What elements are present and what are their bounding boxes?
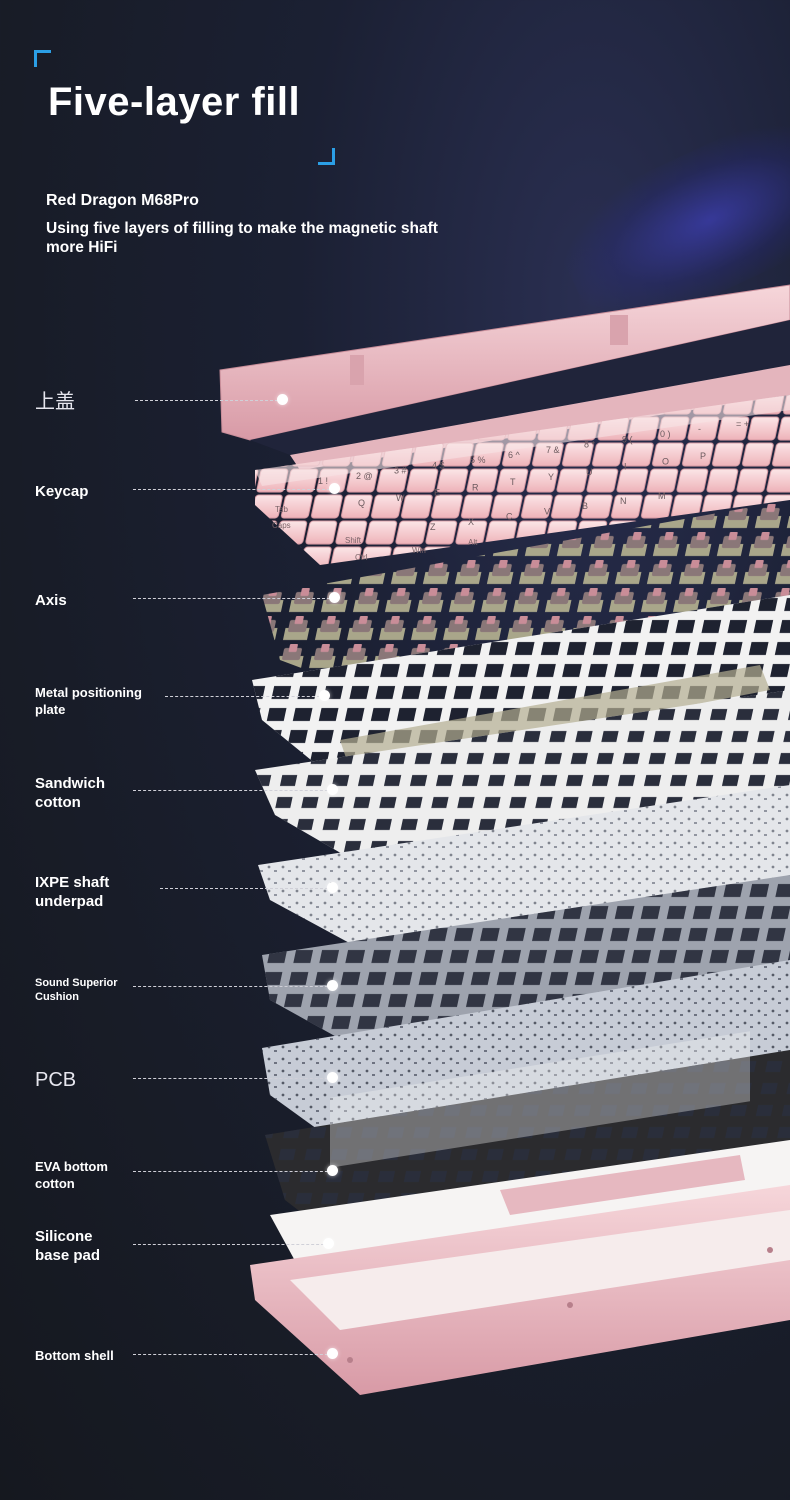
bottom-shell-layer xyxy=(250,1185,790,1395)
layer-label-ixpe-pad: IXPE shaft underpad xyxy=(35,874,110,910)
keycap-legend: U xyxy=(586,467,593,477)
keycap-legend: 4 $ xyxy=(432,460,445,470)
top-cover-layer xyxy=(219,284,790,470)
leader-line xyxy=(135,400,283,401)
keycap-legend: 9 ( xyxy=(622,434,633,444)
ixpe-pad-layer xyxy=(258,785,790,965)
keycap-modifier-legend: Shift xyxy=(345,536,362,545)
keycap-legend: 1 ! xyxy=(318,476,328,486)
layer-label-metal-plate: Metal positioning plate xyxy=(35,685,142,717)
keycap-legend: O xyxy=(662,456,669,466)
keycap-legend: 5 % xyxy=(470,455,486,465)
keycap-legend: 0 ) xyxy=(660,429,671,439)
layer-marker-dot xyxy=(323,1238,334,1249)
leader-line xyxy=(133,986,333,987)
sandwich-cotton-layer xyxy=(255,690,790,870)
leader-line xyxy=(160,888,333,889)
corner-bracket-icon xyxy=(318,148,335,165)
layer-marker-dot xyxy=(277,394,288,405)
keycap-legend: V xyxy=(544,506,550,516)
layer-marker-dot xyxy=(327,784,338,795)
layer-label-bottom-shell: Bottom shell xyxy=(35,1348,114,1363)
keycaps-layer xyxy=(255,395,790,565)
switches-layer xyxy=(262,500,790,690)
keycap-modifier-legend: Alt xyxy=(468,538,478,547)
keycap-legend: Q xyxy=(358,498,365,508)
layer-marker-dot xyxy=(327,1072,338,1083)
keycap-legend: N xyxy=(620,496,627,506)
corner-bracket-icon xyxy=(34,50,51,67)
keycap-legend: I xyxy=(624,462,627,472)
keycap-legend: Y xyxy=(548,472,554,482)
keycap-legend: 8 * xyxy=(584,440,596,450)
leader-line xyxy=(133,790,333,791)
product-name: Red Dragon M68Pro xyxy=(46,192,199,209)
keycap-legend: R xyxy=(472,482,479,492)
keycap-legend: = + xyxy=(736,419,749,429)
sound-cushion-layer xyxy=(262,875,790,1050)
layer-marker-dot xyxy=(329,483,340,494)
layer-marker-dot xyxy=(329,592,340,603)
keycap-legend: E xyxy=(434,488,440,498)
layer-marker-dot xyxy=(319,690,330,701)
keycap-legend: T xyxy=(510,477,516,487)
layer-label-eva-foam: EVA bottom cotton xyxy=(35,1159,108,1191)
leader-line xyxy=(133,1354,333,1355)
layer-label-sound-cushion: Sound Superior Cushion xyxy=(35,977,118,1003)
layer-marker-dot xyxy=(327,882,338,893)
layer-label-silicone-pad: Silicone base pad xyxy=(35,1228,101,1264)
keycap-modifier-legend: Tab xyxy=(275,505,288,514)
layer-marker-dot xyxy=(327,1348,338,1359)
leader-line xyxy=(133,489,335,490)
layer-marker-dot xyxy=(327,1165,338,1176)
keycap-legend: 3 # xyxy=(394,466,407,476)
layer-label-pcb: PCB xyxy=(35,1069,77,1091)
keycap-legend: X xyxy=(468,517,474,527)
leader-line xyxy=(165,696,325,697)
keycap-legend: B xyxy=(582,501,588,511)
keycap-legend: C xyxy=(506,512,513,522)
page-title: Five-layer fill xyxy=(48,80,301,124)
pcb-layer xyxy=(262,960,790,1160)
keycap-modifier-legend: Caps xyxy=(272,521,291,530)
keycap-legend: M xyxy=(658,491,666,501)
layer-label-keycap: Keycap xyxy=(35,483,89,500)
leader-line xyxy=(133,598,335,599)
product-description: Using five layers of filling to make the… xyxy=(46,220,438,256)
layer-label-axis: Axis xyxy=(35,592,67,609)
layer-marker-dot xyxy=(327,980,338,991)
leader-line xyxy=(133,1078,333,1079)
keycap-legend: 7 & xyxy=(546,445,560,455)
keycap-modifier-legend: Win xyxy=(412,546,426,555)
keycap-legend: - xyxy=(698,424,701,434)
keycap-legend: 2 @ xyxy=(356,471,373,481)
keycap-legend: Z xyxy=(430,522,436,532)
keycap-legend: W xyxy=(396,493,405,503)
keycap-legend: 6 ^ xyxy=(508,450,521,460)
leader-line xyxy=(133,1171,333,1172)
keycap-modifier-legend: Ctrl xyxy=(355,553,368,562)
keycap-legend: P xyxy=(700,451,706,461)
layer-label-sandwich-cotton: Sandwich cotton xyxy=(35,775,106,811)
leader-line xyxy=(133,1244,329,1245)
layer-label-top-cover: 上盖 xyxy=(35,391,75,413)
